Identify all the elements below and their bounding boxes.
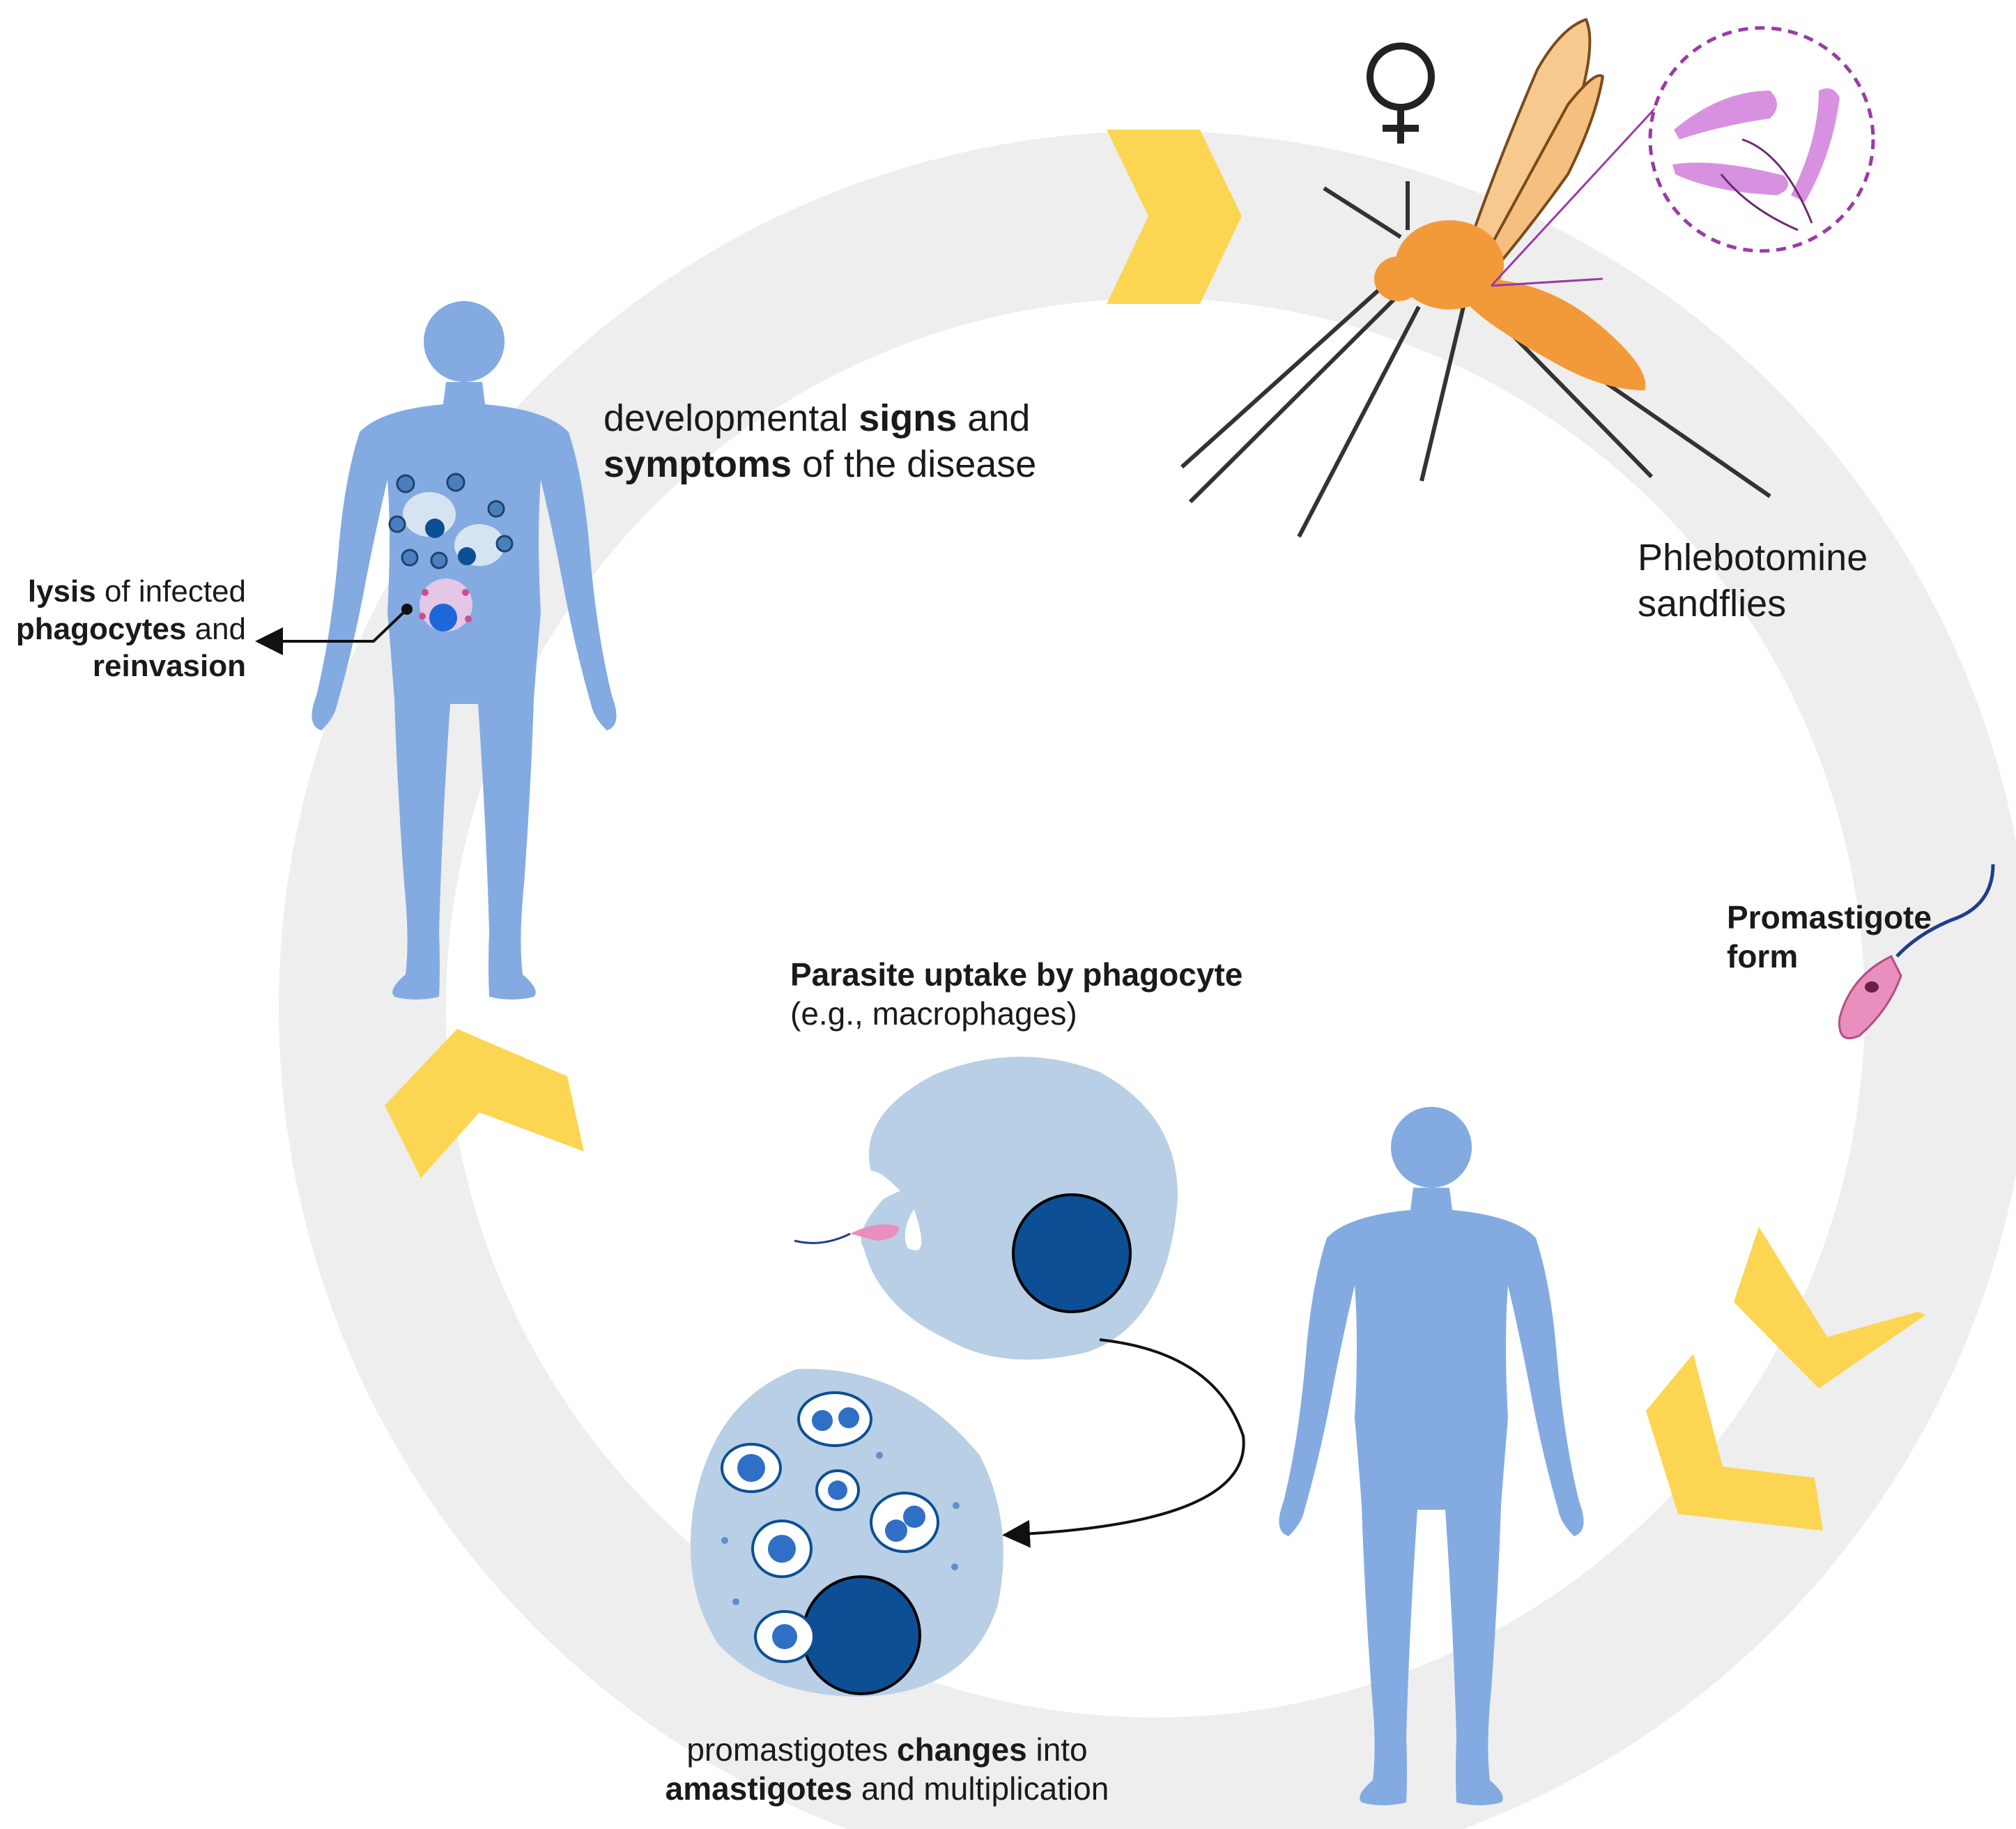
female-symbol-icon bbox=[1367, 43, 1435, 144]
lysis-pointer bbox=[255, 604, 413, 655]
chevron-arrow-right-upper bbox=[1734, 1227, 1926, 1388]
chevron-arrow-right-lower bbox=[1646, 1354, 1823, 1531]
phagocyte-macrophage bbox=[794, 1056, 1178, 1360]
lysis-label: lysis of infected phagocytes and reinvas… bbox=[15, 574, 246, 684]
infected-cells-cluster bbox=[388, 473, 514, 632]
chevron-arrow-top bbox=[1107, 130, 1242, 304]
sandfly-label: Phlebotomine sandflies bbox=[1638, 537, 1868, 625]
cycle-arrows bbox=[385, 130, 1926, 1531]
parasite-magnified-circle bbox=[1648, 26, 1875, 253]
uptake-label: Parasite uptake by phagocyte (e.g., macr… bbox=[790, 956, 1243, 1032]
chevron-arrow-left bbox=[385, 1029, 584, 1178]
sandfly-icon bbox=[1180, 17, 1771, 538]
signs-symptoms-label: developmental signs and symptoms of the … bbox=[603, 397, 1037, 485]
infected-phagocyte bbox=[690, 1368, 1003, 1697]
promastigote-icon bbox=[1838, 864, 1995, 1040]
curved-arrow bbox=[1002, 1338, 1245, 1548]
promastigote-label: Promastigote form bbox=[1727, 899, 1932, 975]
transformation-label: promastigotes changes into amastigotes a… bbox=[665, 1731, 1109, 1807]
